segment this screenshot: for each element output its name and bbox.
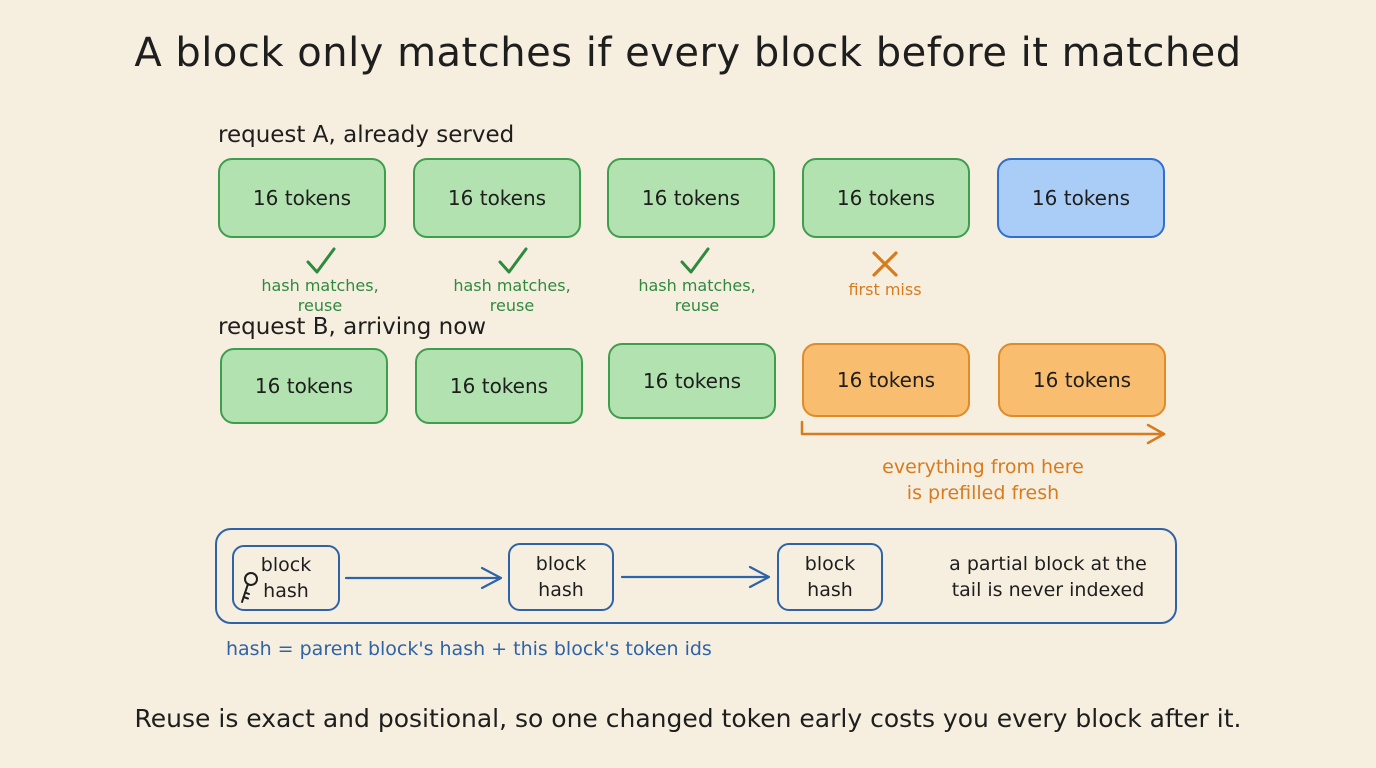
match-note-2: hash matches, reuse	[432, 276, 592, 316]
hash-block-3-line2: hash	[807, 579, 853, 601]
partial-block-note-line1: a partial block at the	[949, 553, 1147, 575]
fresh-note-line2: is prefilled fresh	[906, 482, 1060, 504]
match-note-1: hash matches, reuse	[240, 276, 400, 316]
fresh-note: everything from here is prefilled fresh	[858, 454, 1108, 506]
request-b-block-4: 16 tokens	[802, 343, 970, 417]
check-icon	[680, 247, 710, 274]
request-b-label: request B, arriving now	[218, 314, 487, 340]
first-miss-note: first miss	[848, 280, 922, 299]
request-a-label: request A, already served	[218, 122, 515, 148]
match-note-3: hash matches, reuse	[617, 276, 777, 316]
request-a-block-5: 16 tokens	[997, 158, 1165, 238]
partial-block-note: a partial block at the tail is never ind…	[918, 551, 1178, 603]
match-note-1-line2: reuse	[297, 296, 343, 315]
request-b-block-2: 16 tokens	[415, 348, 583, 424]
hash-block-1: block hash	[232, 545, 340, 611]
hash-block-3: block hash	[777, 543, 883, 611]
match-note-1-line1: hash matches,	[261, 276, 379, 295]
hash-block-1-line2: hash	[263, 580, 309, 602]
hash-block-2: block hash	[508, 543, 614, 611]
hash-formula: hash = parent block's hash + this block'…	[226, 638, 712, 660]
partial-block-note-line2: tail is never indexed	[951, 579, 1145, 601]
hash-chain-panel	[215, 528, 1177, 624]
key-icon	[241, 572, 258, 603]
request-a-block-1: 16 tokens	[218, 158, 386, 238]
request-a-block-3: 16 tokens	[607, 158, 775, 238]
request-a-block-2: 16 tokens	[413, 158, 581, 238]
hash-block-3-line1: block	[804, 553, 856, 575]
check-icon	[306, 247, 336, 274]
footer-caption: Reuse is exact and positional, so one ch…	[134, 704, 1242, 733]
match-note-2-line2: reuse	[489, 296, 535, 315]
request-b-block-3: 16 tokens	[608, 343, 776, 419]
fresh-note-line1: everything from here	[882, 456, 1084, 478]
cross-icon	[872, 251, 898, 277]
hash-block-2-line1: block	[535, 553, 587, 575]
match-note-3-line1: hash matches,	[638, 276, 756, 295]
request-a-block-4: 16 tokens	[802, 158, 970, 238]
hash-block-1-line1: block	[260, 554, 312, 576]
request-b-block-5: 16 tokens	[998, 343, 1166, 417]
page-title: A block only matches if every block befo…	[134, 30, 1242, 76]
hash-block-2-line2: hash	[538, 579, 584, 601]
match-note-2-line1: hash matches,	[453, 276, 571, 295]
match-note-3-line2: reuse	[674, 296, 720, 315]
check-icon	[498, 247, 528, 274]
request-b-block-1: 16 tokens	[220, 348, 388, 424]
